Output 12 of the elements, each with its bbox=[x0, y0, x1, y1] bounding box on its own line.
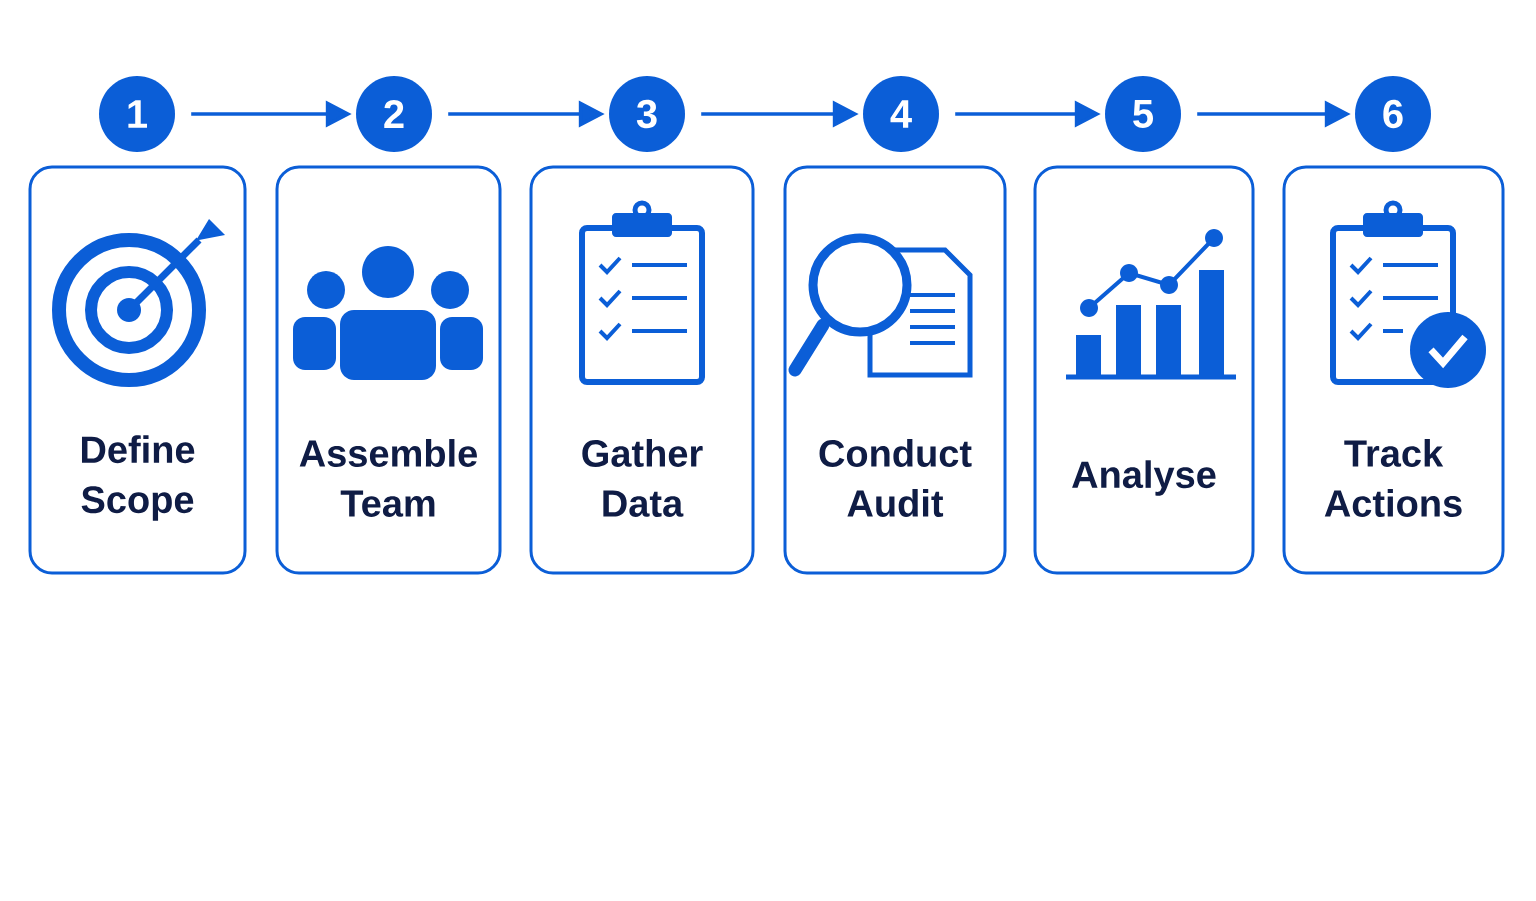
step-card: Track Actions bbox=[1282, 165, 1505, 575]
step-card: Analyse bbox=[1033, 165, 1255, 575]
step-number: 2 bbox=[356, 76, 432, 152]
step-card: Assemble Team bbox=[275, 165, 502, 575]
step-number: 6 bbox=[1355, 76, 1431, 152]
step-card: Define Scope bbox=[28, 165, 247, 575]
step-card: Gather Data bbox=[529, 165, 755, 575]
step-number: 5 bbox=[1105, 76, 1181, 152]
step-number: 3 bbox=[609, 76, 685, 152]
step-card: Conduct Audit bbox=[783, 165, 1007, 575]
step-number: 4 bbox=[863, 76, 939, 152]
step-number: 1 bbox=[99, 76, 175, 152]
